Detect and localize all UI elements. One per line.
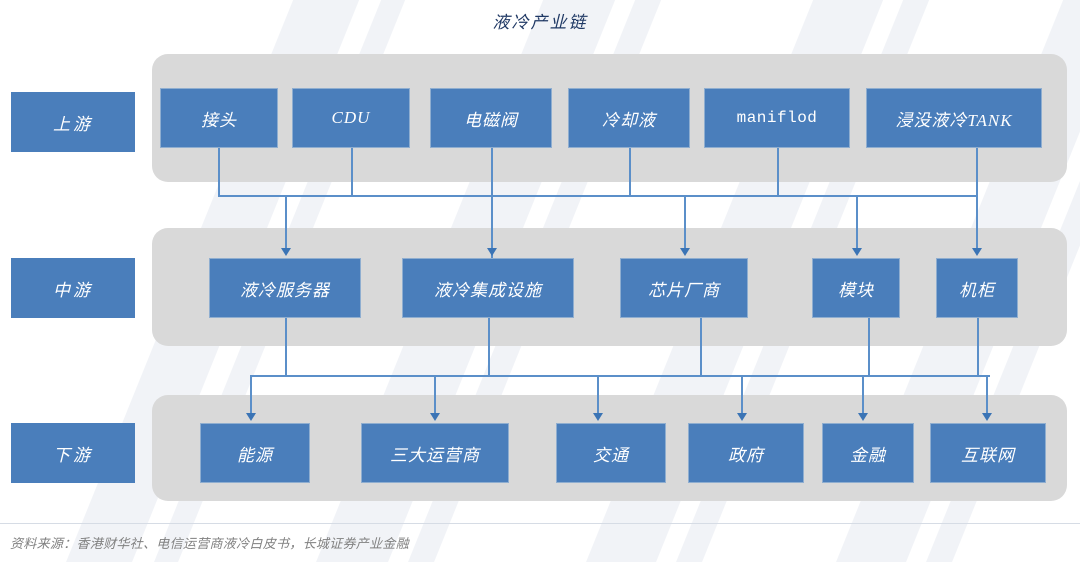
stage-label-upstream-text: 上游 xyxy=(53,114,93,134)
connector-mid-feed-3 xyxy=(684,195,686,248)
node-downstream-three-carriers[interactable]: 三大运营商 xyxy=(361,423,509,483)
connector-down-feed-1 xyxy=(250,375,252,413)
node-midstream-cabinet[interactable]: 机柜 xyxy=(936,258,1018,318)
stage-label-upstream: 上游 xyxy=(11,92,135,152)
connector-mid-feed-1 xyxy=(285,195,287,248)
node-downstream-government[interactable]: 政府 xyxy=(688,423,804,483)
node-midstream-chip-vendor-label: 芯片厂商 xyxy=(648,280,720,300)
connector-down-bus xyxy=(250,375,990,377)
node-upstream-maniflod-label: maniflod xyxy=(736,109,818,127)
node-midstream-integration-facility[interactable]: 液冷集成设施 xyxy=(402,258,574,318)
connector-mid-feed-2 xyxy=(491,195,493,248)
node-upstream-immersion-tank[interactable]: 浸没液冷TANK xyxy=(866,88,1042,148)
source-note: 资料来源：香港财华社、电信运营商液冷白皮书，长城证券产业金融 xyxy=(10,536,410,551)
connector-down-feed-4 xyxy=(741,375,743,413)
connector-mid-drop-3 xyxy=(700,318,702,375)
stage-label-midstream-text: 中游 xyxy=(53,280,93,300)
stage-label-downstream-text: 下游 xyxy=(53,445,93,465)
node-downstream-transport-label: 交通 xyxy=(593,445,629,465)
node-upstream-cdu-label: CDU xyxy=(331,108,371,127)
stage-label-midstream: 中游 xyxy=(11,258,135,318)
node-midstream-chip-vendor[interactable]: 芯片厂商 xyxy=(620,258,748,318)
connector-down-feed-3 xyxy=(597,375,599,413)
node-upstream-dianciffa[interactable]: 电磁阀 xyxy=(430,88,552,148)
connector-up-drop-2 xyxy=(351,148,353,195)
page-title: 液冷产业链 xyxy=(492,13,588,32)
stage-label-downstream: 下游 xyxy=(11,423,135,483)
node-downstream-internet[interactable]: 互联网 xyxy=(930,423,1046,483)
node-midstream-liquid-server[interactable]: 液冷服务器 xyxy=(209,258,361,318)
connector-up-bus xyxy=(218,195,976,197)
node-upstream-immersion-tank-label: 浸没液冷TANK xyxy=(895,110,1013,130)
connector-mid-drop-1 xyxy=(285,318,287,375)
arrow-down-3 xyxy=(593,413,603,421)
connector-down-feed-5 xyxy=(862,375,864,413)
connector-up-drop-6 xyxy=(976,148,978,195)
connector-down-feed-6 xyxy=(986,375,988,413)
connector-mid-feed-4 xyxy=(856,195,858,248)
arrow-mid-2 xyxy=(487,248,497,256)
arrow-mid-4 xyxy=(852,248,862,256)
node-downstream-energy[interactable]: 能源 xyxy=(200,423,310,483)
connector-up-drop-4 xyxy=(629,148,631,195)
node-downstream-transport[interactable]: 交通 xyxy=(556,423,666,483)
node-upstream-lengqueye[interactable]: 冷却液 xyxy=(568,88,690,148)
footer-divider xyxy=(0,523,1080,524)
connector-mid-feed-5 xyxy=(976,195,978,248)
connector-mid-drop-5 xyxy=(977,318,979,375)
arrow-down-4 xyxy=(737,413,747,421)
arrow-mid-3 xyxy=(680,248,690,256)
node-upstream-jietou-label: 接头 xyxy=(201,110,237,130)
arrow-down-5 xyxy=(858,413,868,421)
node-downstream-finance[interactable]: 金融 xyxy=(822,423,914,483)
arrow-mid-5 xyxy=(972,248,982,256)
node-downstream-internet-label: 互联网 xyxy=(961,445,1015,465)
node-upstream-jietou[interactable]: 接头 xyxy=(160,88,278,148)
node-midstream-integration-facility-label: 液冷集成设施 xyxy=(434,280,542,300)
arrow-down-6 xyxy=(982,413,992,421)
arrow-down-2 xyxy=(430,413,440,421)
node-midstream-module-label: 模块 xyxy=(838,280,874,300)
node-upstream-lengqueye-label: 冷却液 xyxy=(602,110,656,130)
node-downstream-energy-label: 能源 xyxy=(237,445,273,465)
node-midstream-module[interactable]: 模块 xyxy=(812,258,900,318)
arrow-mid-1 xyxy=(281,248,291,256)
node-downstream-three-carriers-label: 三大运营商 xyxy=(390,445,480,465)
connector-up-drop-5 xyxy=(777,148,779,195)
node-downstream-government-label: 政府 xyxy=(728,445,764,465)
connector-mid-drop-2 xyxy=(488,318,490,375)
arrow-down-1 xyxy=(246,413,256,421)
connector-mid-drop-4 xyxy=(868,318,870,375)
node-upstream-maniflod[interactable]: maniflod xyxy=(704,88,850,148)
connector-up-drop-1 xyxy=(218,148,220,195)
connector-down-feed-2 xyxy=(434,375,436,413)
node-midstream-liquid-server-label: 液冷服务器 xyxy=(240,280,330,300)
node-upstream-dianciffa-label: 电磁阀 xyxy=(464,110,518,130)
node-downstream-finance-label: 金融 xyxy=(850,445,886,465)
node-midstream-cabinet-label: 机柜 xyxy=(959,280,995,300)
node-upstream-cdu[interactable]: CDU xyxy=(292,88,410,148)
